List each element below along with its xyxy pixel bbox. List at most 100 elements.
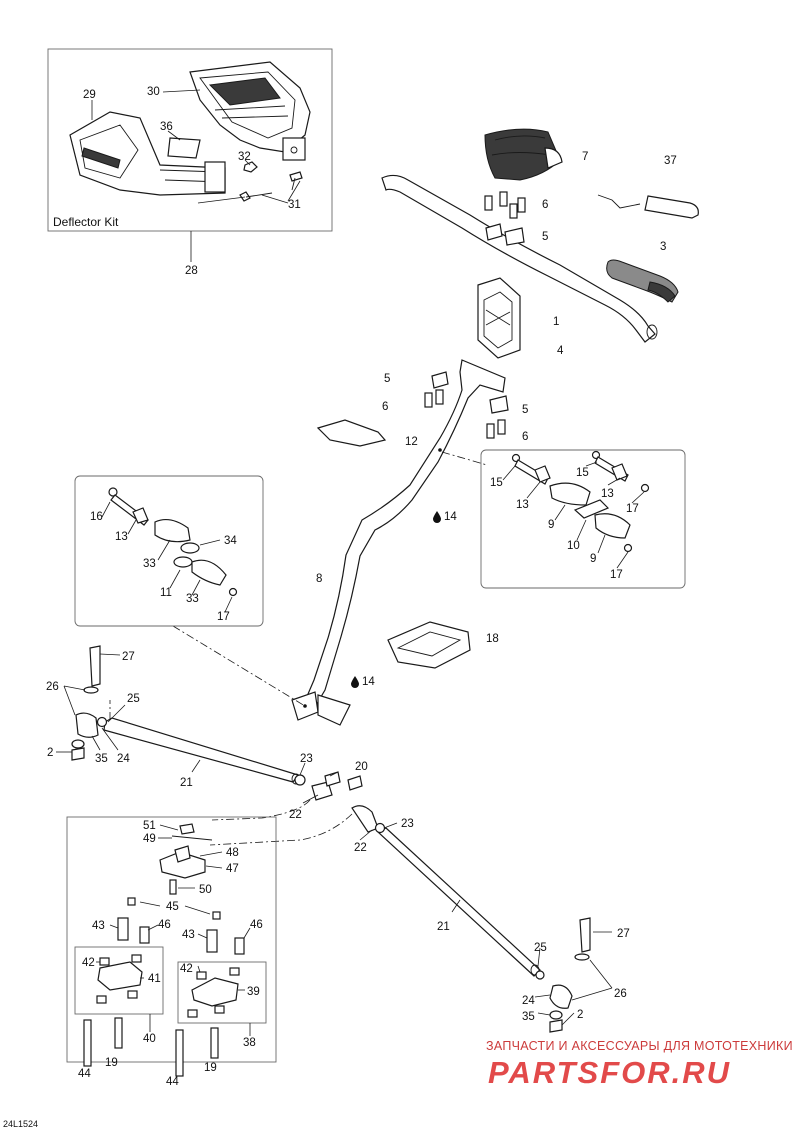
deflector-right [189, 61, 311, 161]
callout-17-right-b: 17 [610, 569, 623, 581]
callout-15-right: 15 [576, 467, 589, 479]
callout-28: 28 [185, 265, 198, 277]
callout-40: 40 [143, 1033, 156, 1045]
plate-18 [387, 621, 471, 669]
callout-23-top: 23 [300, 753, 313, 765]
callout-33-upper: 33 [143, 558, 156, 570]
callout-42-left: 42 [82, 957, 95, 969]
callout-15-left: 15 [490, 477, 503, 489]
callout-12: 12 [405, 436, 418, 448]
callout-46-left: 46 [158, 919, 171, 931]
callout-39: 39 [247, 986, 260, 998]
callout-19-left: 19 [105, 1057, 118, 1069]
callout-19-right: 19 [204, 1062, 217, 1074]
deflector-kit-group: Deflector Kit [47, 48, 333, 232]
callout-29: 29 [83, 89, 96, 101]
callout-22-bottom: 22 [354, 842, 367, 854]
callout-1: 1 [553, 316, 559, 328]
callout-6-mid-right: 6 [522, 431, 528, 443]
callout-13-right-a: 13 [516, 499, 529, 511]
callout-46-right: 46 [250, 919, 263, 931]
callout-4: 4 [557, 345, 564, 357]
callout-42-right: 42 [180, 963, 193, 975]
callout-38: 38 [243, 1037, 256, 1049]
callout-47: 47 [226, 863, 239, 875]
callout-21-left: 21 [180, 777, 193, 789]
callout-3: 3 [660, 241, 666, 253]
tie-rod-right [351, 805, 613, 1033]
callout-11: 11 [160, 587, 172, 599]
decal-36 [167, 137, 201, 159]
detail-box-right [480, 449, 686, 589]
callout-43-left: 43 [92, 920, 105, 932]
callout-26-left: 26 [46, 681, 59, 693]
callout-13-right-b: 13 [601, 488, 614, 500]
callout-9-b: 9 [590, 553, 596, 565]
lubricant-drop-icon [433, 511, 441, 523]
detail-box-left [74, 475, 264, 627]
bolts-6-top [484, 191, 526, 219]
callout-43-right: 43 [182, 929, 195, 941]
callout-27-left: 27 [122, 651, 135, 663]
callout-50: 50 [199, 884, 212, 896]
callout-16: 16 [90, 511, 103, 523]
callout-2-right: 2 [577, 1009, 583, 1021]
callout-6-mid-left: 6 [382, 401, 388, 413]
callout-5-mid-left: 5 [384, 373, 390, 385]
callout-5-mid-right: 5 [522, 404, 528, 416]
callout-51: 51 [143, 820, 156, 832]
callout-37: 37 [664, 155, 677, 167]
deflector-kit-title: Deflector Kit [53, 215, 119, 229]
callout-36: 36 [160, 121, 173, 133]
callout-30: 30 [147, 86, 160, 98]
callout-24-right: 24 [522, 995, 535, 1007]
callout-21-right: 21 [437, 921, 450, 933]
lubricant-drop-icon [351, 676, 359, 688]
callout-31: 31 [288, 199, 301, 211]
callout-13-left: 13 [115, 531, 128, 543]
tie-rod-left [56, 645, 301, 785]
callout-14-upper: 14 [444, 511, 457, 523]
callout-7: 7 [582, 151, 588, 163]
callout-35-left: 35 [95, 753, 108, 765]
callout-24-left: 24 [117, 753, 130, 765]
drawing-code: 24L1524 [3, 1119, 38, 1129]
callout-23-bottom: 23 [401, 818, 414, 830]
deflector-kit-box [47, 48, 333, 232]
grip-3 [606, 259, 679, 303]
callout-25-left: 25 [127, 693, 140, 705]
steering-column-8 [291, 359, 506, 726]
watermark-tagline: ЗАПЧАСТИ И АКСЕССУАРЫ ДЛЯ МОТОТЕХНИКИ [486, 1039, 793, 1053]
callout-44-left: 44 [78, 1068, 91, 1080]
callout-18: 18 [486, 633, 499, 645]
callout-45: 45 [166, 901, 179, 913]
callout-9-a: 9 [548, 519, 554, 531]
callout-22-top: 22 [289, 809, 302, 821]
callout-10: 10 [567, 540, 580, 552]
callout-2-left: 2 [47, 747, 53, 759]
callout-26-right: 26 [614, 988, 627, 1000]
callout-33-lower: 33 [186, 593, 199, 605]
steering-arm-kit-box [66, 816, 277, 1077]
callout-25-right: 25 [534, 942, 547, 954]
handlebar-1 [381, 174, 658, 343]
callout-8: 8 [316, 573, 322, 585]
callout-32: 32 [238, 151, 251, 163]
watermark-brand: PARTSFOR.RU [488, 1055, 731, 1090]
callout-49: 49 [143, 833, 156, 845]
callout-5-top: 5 [542, 231, 548, 243]
callout-35-right: 35 [522, 1011, 535, 1023]
callout-17-right-a: 17 [626, 503, 639, 515]
callout-41: 41 [148, 973, 161, 985]
callout-14-lower: 14 [362, 676, 375, 688]
callout-34: 34 [224, 535, 237, 547]
clamps-5-top [485, 223, 525, 246]
grip-heater-37 [597, 194, 699, 219]
callout-17-left: 17 [217, 611, 230, 623]
handlebar-cover-7 [484, 128, 563, 181]
callout-20: 20 [355, 761, 368, 773]
callout-48: 48 [226, 847, 239, 859]
deflector-left [69, 111, 226, 196]
callout-labels: 28 29 30 36 32 31 7 37 6 5 3 1 4 5 6 5 6… [46, 86, 677, 1088]
